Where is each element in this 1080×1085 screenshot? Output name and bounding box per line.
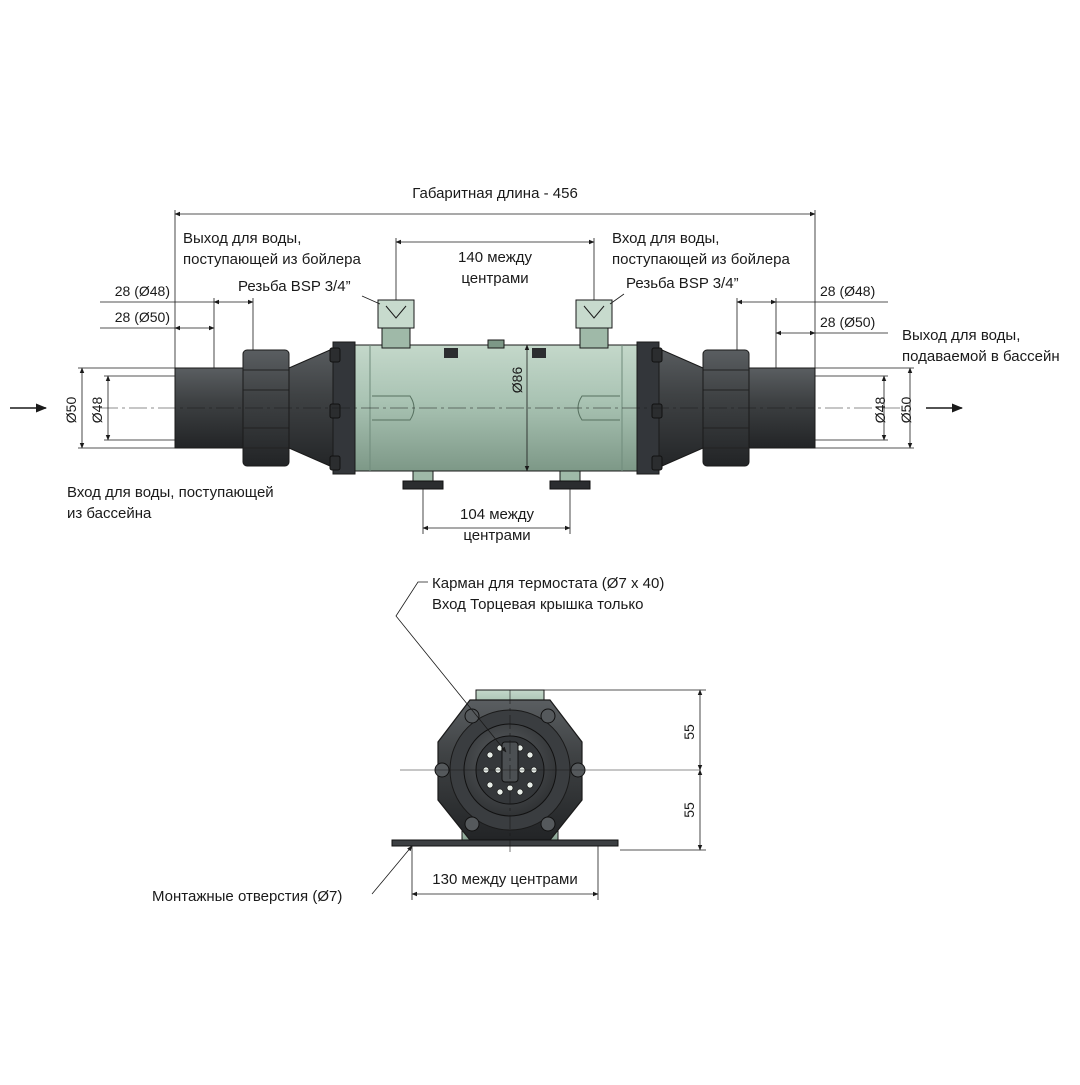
bottom-port-left	[402, 470, 444, 490]
boiler-outlet-left-line1: Выход для воды,	[183, 230, 301, 247]
dim-55-top: 55	[681, 724, 697, 740]
left-union-nut	[242, 349, 290, 467]
dim-55-bottom: 55	[681, 802, 697, 818]
boiler-outlet-right-line1: Вход для воды,	[612, 230, 719, 247]
pool-inlet-line1: Вход для воды, поступающей	[67, 484, 274, 501]
pool-outlet-line2: подаваемой в бассейн	[902, 348, 1060, 365]
side-view: Габаритная длина - 456 140 между центрам…	[10, 185, 1060, 544]
right-diam-48: Ø48	[872, 397, 888, 424]
centers-bottom-line2: центрами	[463, 527, 530, 544]
end-view: 55 55 130 между центрами Монтажные отвер…	[152, 575, 706, 905]
top-port-right	[575, 299, 613, 349]
thermostat-pocket-line2: Вход Торцевая крышка только	[432, 596, 643, 613]
left-diam-50: Ø50	[63, 397, 79, 424]
pool-inlet-line2: из бассейна	[67, 505, 152, 522]
centers-top-line1: 140 между	[458, 249, 532, 266]
bottom-port-right	[549, 470, 591, 490]
left-dim-28-48: 28 (Ø48)	[115, 283, 170, 299]
top-port-left	[377, 299, 415, 349]
boiler-outlet-left-line2: поступающей из бойлера	[183, 251, 361, 268]
centers-bottom-line1: 104 между	[460, 506, 534, 523]
left-diam-48: Ø48	[89, 397, 105, 424]
left-dim-28-50: 28 (Ø50)	[115, 309, 170, 325]
centers-top-line2: центрами	[461, 270, 528, 287]
right-dim-28-48: 28 (Ø48)	[820, 283, 875, 299]
thread-left-label: Резьба BSP 3/4”	[238, 278, 351, 295]
right-dim-28-50: 28 (Ø50)	[820, 314, 875, 330]
mount-centers-label: 130 между центрами	[432, 871, 577, 888]
mounting-plate	[391, 839, 619, 847]
boiler-outlet-right-line2: поступающей из бойлера	[612, 251, 790, 268]
mount-holes-label: Монтажные отверстия (Ø7)	[152, 888, 342, 905]
thermostat-pocket-line1: Карман для термостата (Ø7 x 40)	[432, 575, 664, 592]
overall-length-label: Габаритная длина - 456	[412, 185, 578, 202]
diam-86-label: Ø86	[509, 367, 525, 394]
right-diam-50: Ø50	[898, 397, 914, 424]
thread-right-label: Резьба BSP 3/4”	[626, 275, 739, 292]
pool-outlet-line1: Выход для воды,	[902, 327, 1020, 344]
